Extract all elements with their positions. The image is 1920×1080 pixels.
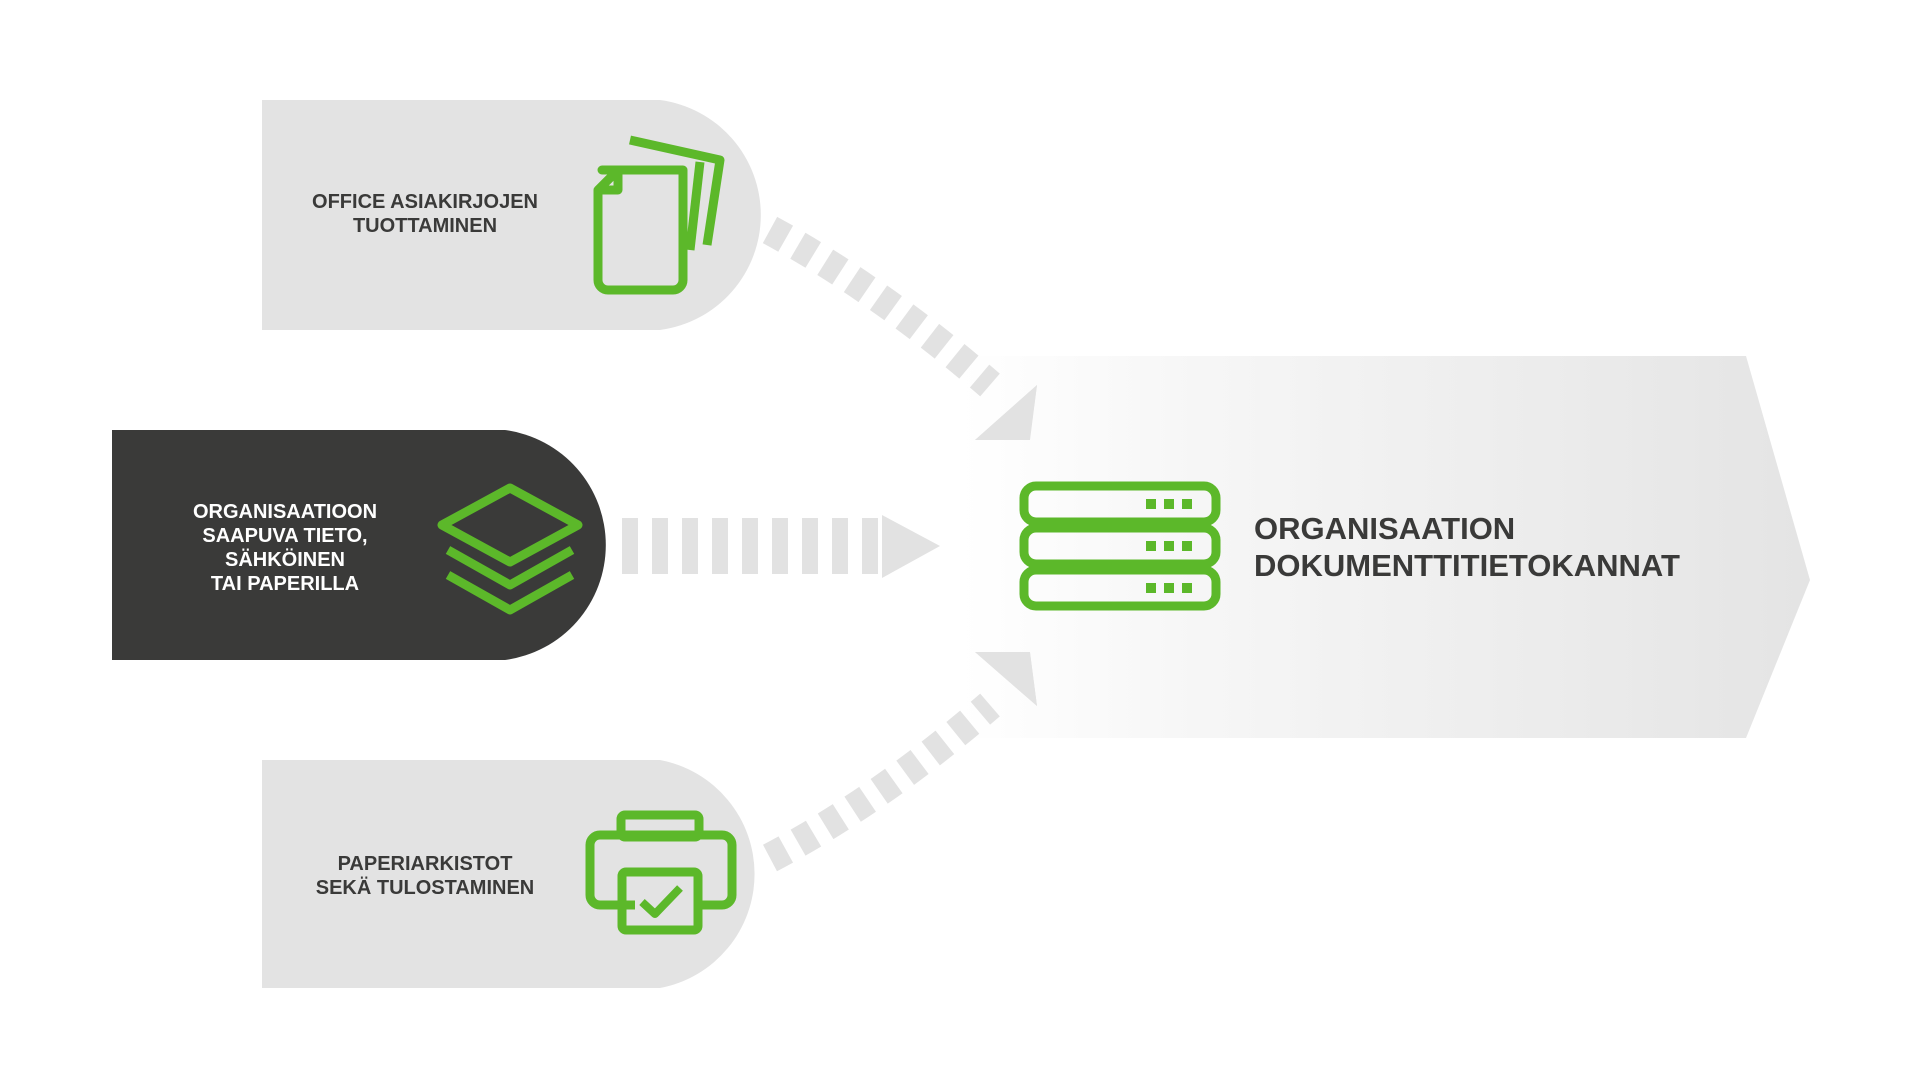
source-label-incoming-line-4: TAI PAPERILLA (210, 573, 360, 595)
target-label: ORGANISAATION DOKUMENTTITIETOKANNAT (1254, 510, 1680, 584)
connector-arrow-paper (763, 652, 1037, 872)
target-label-line-2: DOKUMENTTITIETOKANNAT (1254, 548, 1680, 583)
source-panel-office (262, 100, 761, 330)
printer-icon (585, 810, 737, 935)
source-label-incoming-line-1: ORGANISAATIOON (192, 501, 378, 523)
source-label-paper: PAPERIARKISTOT SEKÄ TULOSTAMINEN (300, 852, 550, 900)
source-label-incoming-line-2: SAAPUVA TIETO, (202, 525, 368, 547)
source-label-office-line-2: TUOTTAMINEN (352, 215, 498, 237)
layers-icon (437, 483, 583, 615)
server-database-icon (1019, 481, 1221, 611)
source-label-incoming: ORGANISAATIOON SAAPUVA TIETO, SÄHKÖINEN … (160, 500, 410, 596)
connector-arrow-office (762, 216, 1037, 440)
source-label-paper-line-1: PAPERIARKISTOT (337, 853, 513, 875)
source-label-office: OFFICE ASIAKIRJOJEN TUOTTAMINEN (300, 190, 550, 238)
documents-icon (593, 135, 725, 295)
target-label-line-1: ORGANISAATION (1254, 511, 1516, 546)
source-label-incoming-line-3: SÄHKÖINEN (224, 549, 345, 571)
connector-arrow-incoming (622, 515, 940, 578)
source-label-paper-line-2: SEKÄ TULOSTAMINEN (315, 877, 535, 899)
target-arrow-panel (960, 356, 1810, 738)
source-panel-incoming (112, 430, 606, 660)
source-label-office-line-1: OFFICE ASIAKIRJOJEN (312, 191, 538, 213)
